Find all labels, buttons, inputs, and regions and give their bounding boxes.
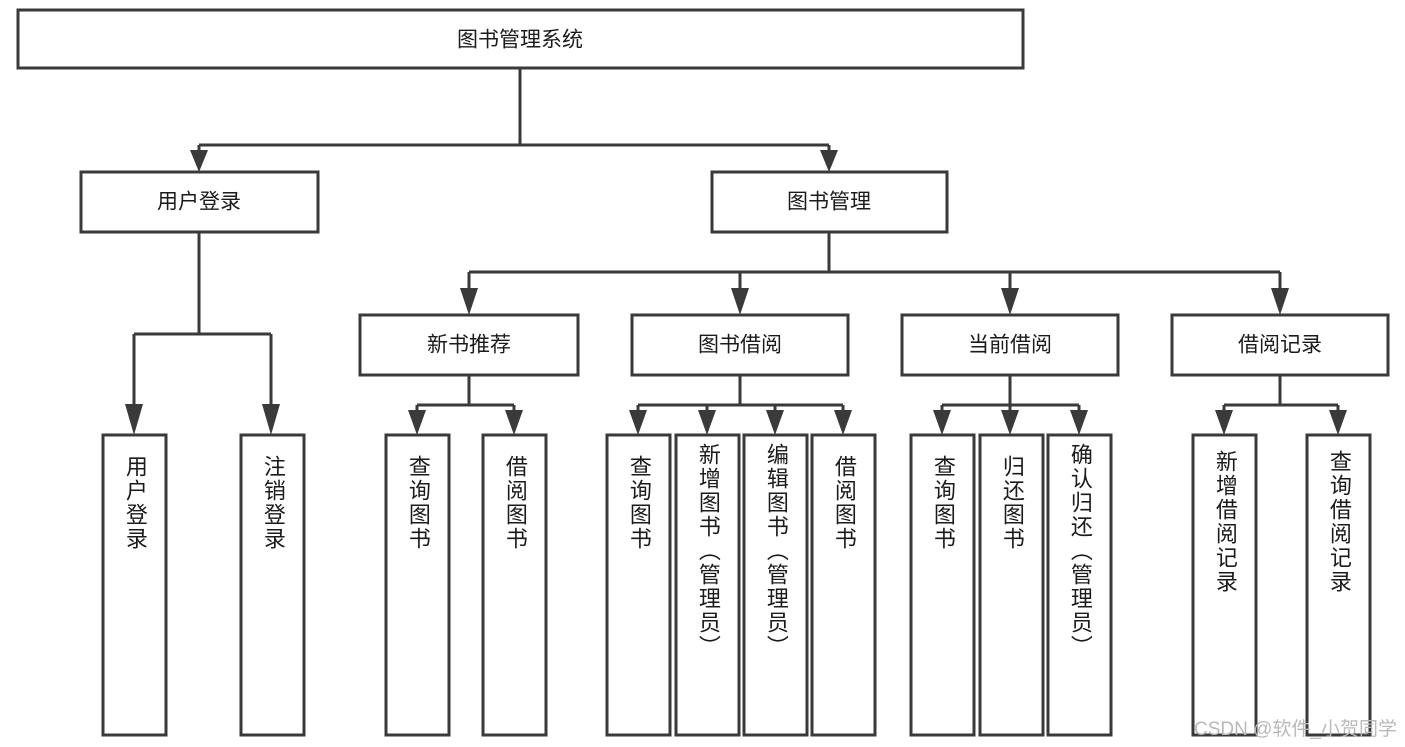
leaf-box-current-borrow-1[interactable] [909, 433, 976, 737]
arrow-currentborrow-leaf-3-icon [1070, 410, 1088, 435]
arrow-newbook-leaf-1-icon [408, 410, 426, 435]
leaf-box-new-book-2[interactable] [481, 433, 548, 737]
arrow-root-to-login-icon [190, 150, 208, 172]
node-user-login-label: 用户登录 [157, 191, 241, 214]
leaf-box-book-borrow-3[interactable] [742, 433, 809, 737]
arrow-bookmgmt-child-1-icon [460, 288, 478, 315]
leaf-box-user-login-2[interactable] [239, 433, 306, 737]
leaf-box-book-borrow-1[interactable] [605, 433, 672, 737]
arrow-borrowrecord-leaf-1-icon [1215, 410, 1233, 435]
node-book-management-box[interactable] [710, 170, 949, 234]
node-root-label: 图书管理系统 [457, 29, 583, 52]
arrow-bookborrow-leaf-3-icon [766, 410, 784, 435]
arrow-bookborrow-leaf-4-icon [834, 410, 852, 435]
node-new-book-box[interactable] [358, 313, 580, 377]
arrow-bookmgmt-child-2-icon [731, 288, 749, 315]
arrow-bookborrow-leaf-1-icon [629, 410, 647, 435]
arrow-borrowrecord-leaf-2-icon [1329, 410, 1347, 435]
arrow-bookmgmt-child-4-icon [1271, 288, 1289, 315]
node-current-borrow-box[interactable] [900, 313, 1120, 377]
node-borrow-record-box[interactable] [1170, 313, 1390, 377]
leaf-box-book-borrow-2[interactable] [674, 433, 741, 737]
node-root-box[interactable] [16, 8, 1025, 70]
arrow-bookmgmt-child-3-icon [1001, 288, 1019, 315]
node-book-management-label: 图书管理 [787, 191, 871, 214]
arrow-root-to-bookmgmt-icon [820, 150, 838, 172]
arrow-login-leaf-1-icon [125, 404, 143, 435]
arrow-currentborrow-leaf-2-icon [1001, 410, 1019, 435]
node-book-borrow-box[interactable] [630, 313, 850, 377]
arrow-bookborrow-leaf-2-icon [698, 410, 716, 435]
leaf-box-user-login-1[interactable] [101, 433, 168, 737]
arrow-currentborrow-leaf-1-icon [933, 410, 951, 435]
leaf-box-book-borrow-4[interactable] [810, 433, 877, 737]
leaf-box-borrow-record-2[interactable] [1305, 433, 1372, 737]
node-book-borrow-label: 图书借阅 [698, 334, 782, 357]
arrow-newbook-leaf-2-icon [505, 410, 523, 435]
leaf-box-borrow-record-1[interactable] [1191, 433, 1258, 737]
node-borrow-record-label: 借阅记录 [1238, 334, 1322, 357]
leaf-box-current-borrow-2[interactable] [978, 433, 1045, 737]
leaf-box-current-borrow-3[interactable] [1046, 433, 1113, 737]
node-new-book-label: 新书推荐 [427, 334, 511, 357]
leaf-box-new-book-1[interactable] [384, 433, 451, 737]
node-current-borrow-label: 当前借阅 [968, 334, 1052, 357]
arrow-login-leaf-2-icon [262, 404, 280, 435]
